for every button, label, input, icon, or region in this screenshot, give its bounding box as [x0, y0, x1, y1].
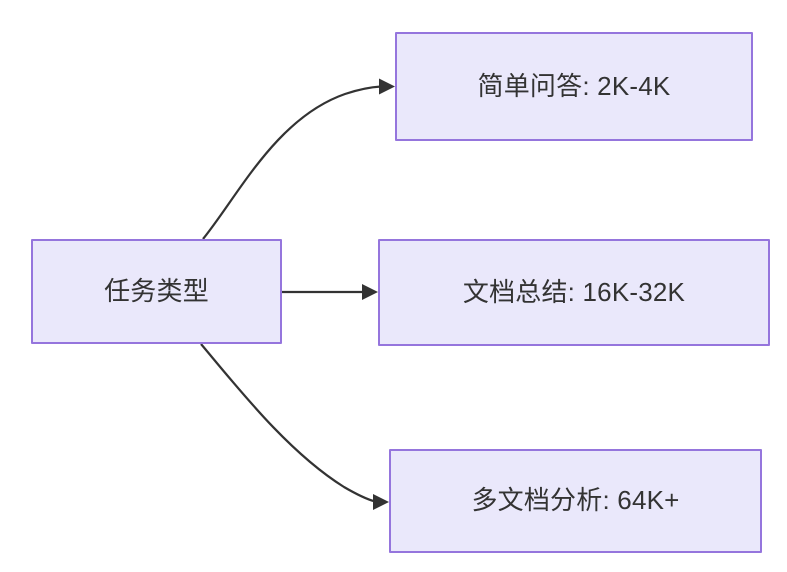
edge-root-to-simple-qa: [202, 78, 395, 240]
edge-root-to-multi-doc-path: [200, 343, 376, 503]
node-multi-doc-label: 多文档分析: 64K+: [471, 485, 680, 516]
edge-root-to-simple-qa-arrowhead: [379, 78, 395, 95]
node-task-type-label: 任务类型: [104, 275, 209, 306]
edge-root-to-multi-doc: [200, 343, 389, 510]
node-simple-qa[interactable]: 简单问答: 2K-4K: [395, 32, 753, 141]
node-multi-doc[interactable]: 多文档分析: 64K+: [389, 449, 762, 553]
edge-root-to-simple-qa-path: [202, 85, 382, 240]
node-doc-summary[interactable]: 文档总结: 16K-32K: [378, 239, 770, 346]
edge-root-to-multi-doc-arrowhead: [373, 494, 389, 510]
edge-root-to-doc-summary-arrowhead: [362, 284, 378, 300]
edge-root-to-doc-summary: [282, 284, 378, 300]
node-doc-summary-label: 文档总结: 16K-32K: [462, 276, 686, 307]
node-task-type[interactable]: 任务类型: [31, 239, 282, 344]
node-simple-qa-label: 简单问答: 2K-4K: [477, 70, 671, 101]
